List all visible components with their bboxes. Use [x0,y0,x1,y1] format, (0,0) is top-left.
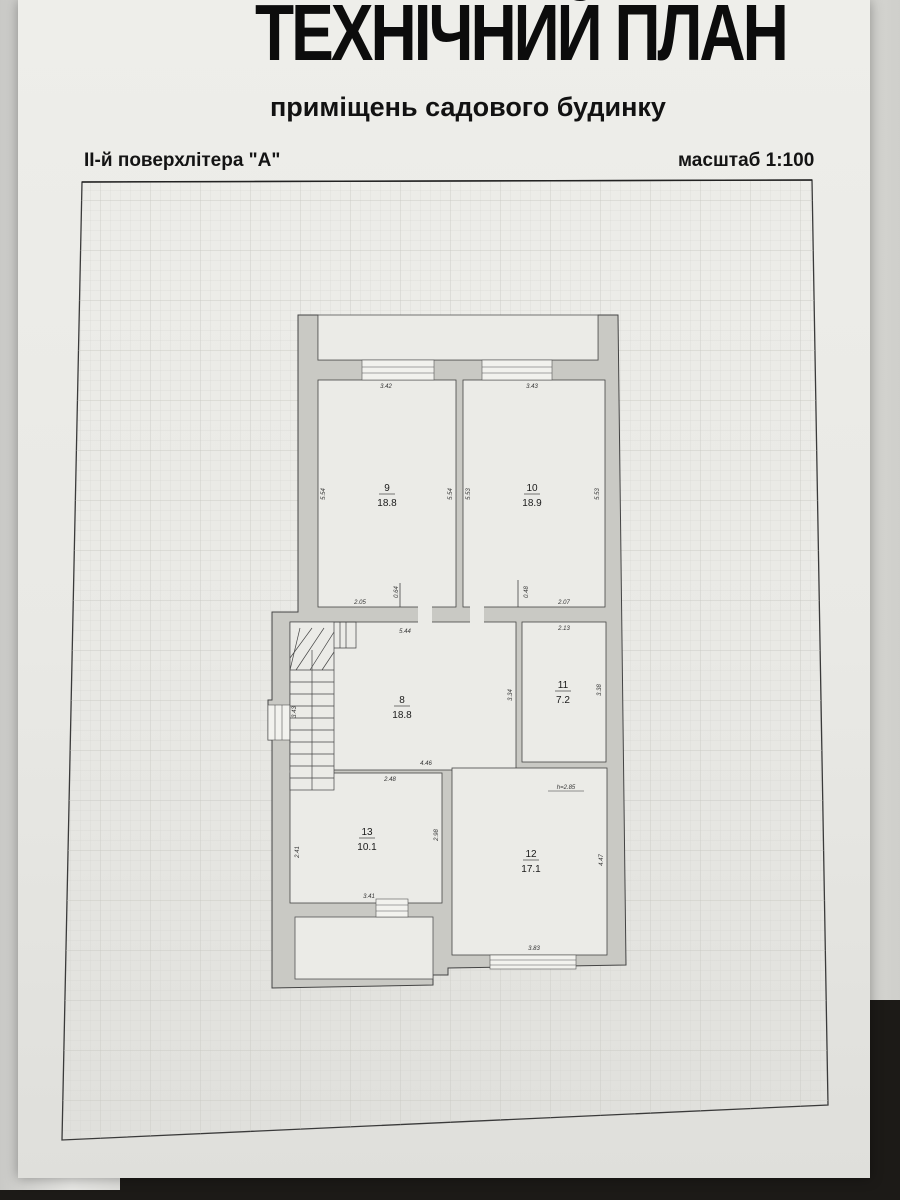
svg-text:5.54: 5.54 [321,488,327,500]
svg-text:3.38: 3.38 [597,684,603,696]
svg-text:0.48: 0.48 [524,586,530,598]
room-label-11: 11 7.2 [555,680,571,706]
room-label-13: 13 10.1 [357,827,377,853]
window-room-9 [361,359,435,381]
svg-text:2.41: 2.41 [295,846,301,859]
svg-text:2.13: 2.13 [557,626,570,632]
room-9 [317,379,457,608]
door-terrace [375,898,409,918]
svg-text:5.53: 5.53 [595,488,601,500]
scale-label: масштаб 1:100 [678,150,815,171]
svg-text:18.9: 18.9 [522,498,542,509]
terrace-bottom [294,916,434,980]
svg-text:18.8: 18.8 [377,498,397,509]
floor-label: ІІ-й поверх [84,150,185,171]
svg-text:5.44: 5.44 [399,629,411,635]
svg-text:2.07: 2.07 [557,600,570,606]
room-label-10: 10 18.9 [522,483,542,509]
svg-text:8: 8 [399,695,405,706]
room-10 [462,379,606,608]
window-stair [267,704,291,741]
svg-text:3.83: 3.83 [528,946,540,952]
svg-text:0.64: 0.64 [394,586,400,598]
svg-text:h=2.85: h=2.85 [557,785,576,791]
dimension-labels: 3.42 5.54 5.54 2.05 0.64 3.43 5.53 5.53 … [292,384,605,952]
window-room-10 [481,359,553,381]
room-label-12: 12 17.1 [521,849,541,875]
svg-text:5.53: 5.53 [466,488,472,500]
document-subtitle: приміщень садового будинку [270,92,666,122]
svg-text:12: 12 [525,849,537,860]
svg-text:3.41: 3.41 [363,894,375,900]
svg-text:3.43: 3.43 [292,706,298,718]
svg-text:3.43: 3.43 [526,384,538,390]
svg-text:9: 9 [384,483,390,494]
svg-text:4.46: 4.46 [420,761,432,767]
staircase [289,621,357,791]
svg-text:4.47: 4.47 [599,854,605,866]
svg-text:2.98: 2.98 [434,829,440,842]
svg-text:3.34: 3.34 [508,689,514,701]
room-label-8: 8 18.8 [392,695,412,721]
svg-text:10: 10 [526,483,538,494]
door-room-9 [418,604,432,624]
svg-text:10.1: 10.1 [357,842,377,853]
svg-text:3.42: 3.42 [380,384,392,390]
svg-text:2.05: 2.05 [353,600,366,606]
balcony-top [317,314,599,361]
svg-text:11: 11 [558,680,569,691]
svg-text:7.2: 7.2 [556,695,570,706]
svg-text:13: 13 [361,827,373,838]
svg-text:17.1: 17.1 [521,864,541,875]
window-room-12 [489,954,577,970]
room-11 [521,621,607,763]
svg-text:5.54: 5.54 [448,488,454,500]
door-room-10 [470,604,484,624]
room-label-9: 9 18.8 [377,483,397,509]
svg-text:18.8: 18.8 [392,710,412,721]
litera-label: літера "А" [184,150,281,171]
room-12 [451,767,608,956]
svg-text:2.48: 2.48 [383,777,396,783]
